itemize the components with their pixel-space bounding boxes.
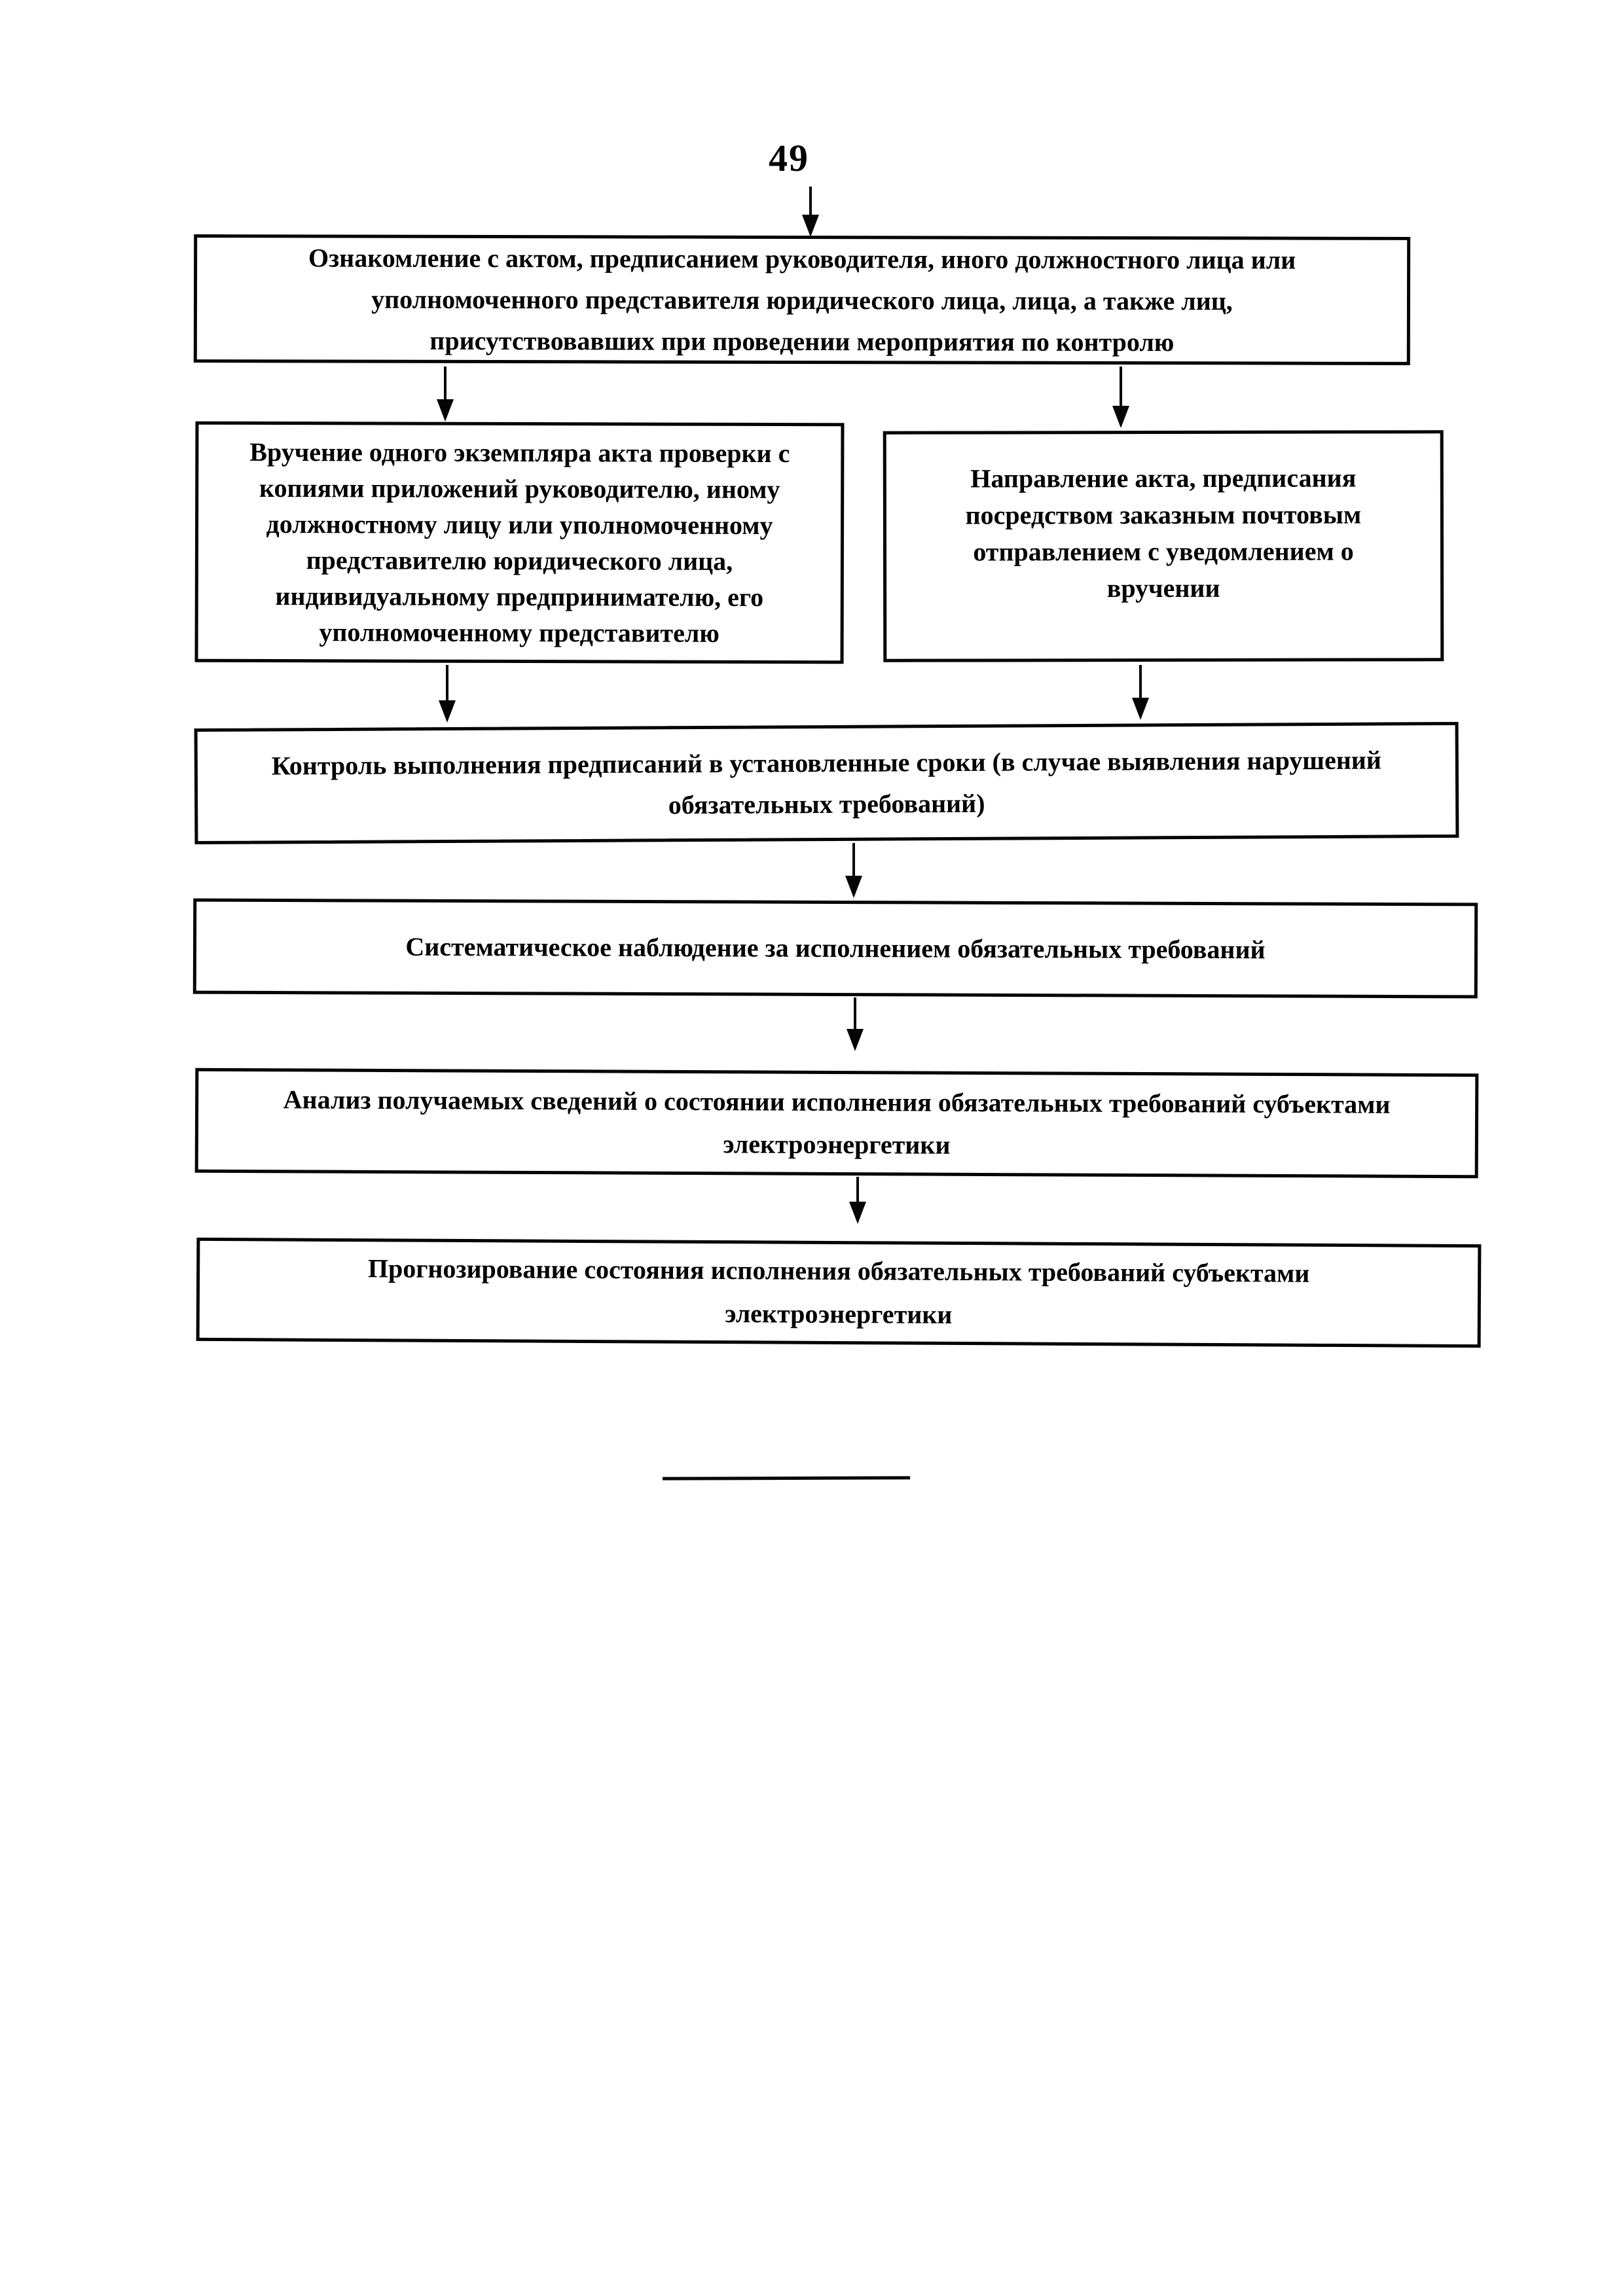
arrow-down-from-mail-box [1132, 665, 1149, 720]
arrow-head-icon [845, 876, 862, 898]
flow-box-analysis-of-information: Анализ получаемых сведений о состоянии и… [194, 1067, 1479, 1179]
arrow-head-icon [849, 1202, 866, 1224]
arrow-stem [809, 187, 812, 220]
arrow-stem [856, 1177, 859, 1207]
arrow-head-icon [439, 700, 456, 723]
arrow-down-from-handover-box [439, 665, 456, 723]
flow-box-systematic-monitoring: Систематическое наблюдение за исполнение… [192, 898, 1478, 999]
arrow-head-icon [437, 399, 454, 422]
page-number: 49 [769, 137, 809, 179]
arrow-stem [446, 665, 448, 706]
arrow-head-icon [1132, 698, 1149, 720]
flow-box-control-of-prescriptions: Контроль выполнения предписаний в устано… [194, 721, 1459, 845]
arrow-stem [852, 843, 855, 881]
arrow-stem [444, 367, 447, 404]
arrow-stem [1120, 367, 1122, 411]
arrow-down-from-analysis-box [849, 1177, 866, 1224]
flow-box-acquaintance-with-act: Ознакомление с актом, предписанием руков… [193, 234, 1411, 365]
arrow-down-from-monitoring-box [847, 997, 864, 1051]
arrow-stem [854, 997, 856, 1034]
arrow-head-icon [1112, 406, 1129, 428]
arrow-down-from-page-top [802, 187, 819, 237]
arrow-stem [1139, 665, 1142, 703]
arrow-down-to-mail-box [1112, 367, 1129, 428]
arrow-down-to-handover-box [437, 367, 454, 422]
flow-box-handover-of-act-copy: Вручение одного экземпляра акта проверки… [194, 421, 845, 664]
arrow-down-from-control-box [845, 843, 862, 898]
flow-box-forecasting-of-compliance: Прогнозирование состояния исполнения обя… [196, 1237, 1482, 1348]
arrow-head-icon [802, 215, 819, 237]
flow-box-mailing-of-act: Направление акта, предписания посредство… [883, 430, 1444, 662]
arrow-head-icon [847, 1029, 864, 1051]
footer-divider-line [662, 1476, 911, 1480]
